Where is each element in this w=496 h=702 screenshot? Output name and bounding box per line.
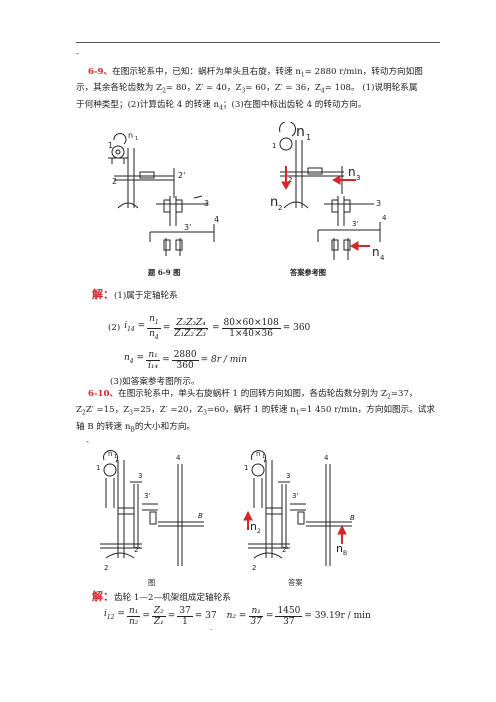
caption-question-6-10: 图	[148, 578, 156, 587]
svg-text:1: 1	[244, 464, 248, 472]
svg-text:3': 3'	[292, 492, 298, 500]
figure-6-10-question: n 1 1 3 4 3' B 2' 2	[96, 450, 204, 572]
svg-text:2': 2'	[282, 546, 288, 554]
svg-text:1: 1	[306, 133, 311, 142]
svg-text:4: 4	[380, 254, 385, 262]
svg-text:2: 2	[257, 528, 261, 535]
problem-6-9: 6-9、在图示轮系中，已知：蜗杆为单头且右旋，转速 n1= 2880 r/min…	[76, 67, 423, 112]
svg-text:n: n	[336, 542, 343, 555]
label-n1: n	[128, 131, 133, 140]
figure-6-10-answer: n 1 1 3 4 3' B 2' 2 n 2 n B	[243, 450, 355, 572]
svg-text:1: 1	[96, 464, 100, 472]
svg-text:4: 4	[324, 454, 329, 462]
top-rule	[76, 42, 440, 43]
svg-text:3: 3	[286, 472, 290, 480]
header-dot: -	[76, 49, 79, 59]
svg-text:1: 1	[108, 141, 113, 150]
solution-6-9-step1: 解：(1)属于定轴轮系	[92, 288, 178, 301]
caption-answer-6-9: 答案参考图	[290, 268, 326, 277]
figure-6-9-answer: n 1 1 2 n 2 n 3 3 3' 4 n 4	[270, 122, 387, 262]
svg-text:B: B	[343, 550, 347, 557]
label-n1: n	[296, 124, 305, 140]
svg-text:1: 1	[262, 454, 265, 460]
svg-text:n: n	[256, 450, 260, 458]
svg-text:3': 3'	[184, 223, 191, 232]
svg-text:3': 3'	[352, 220, 358, 228]
svg-text:n: n	[250, 520, 257, 533]
svg-text:2: 2	[288, 176, 292, 184]
svg-text:3: 3	[138, 472, 142, 480]
svg-text:3': 3'	[144, 492, 150, 500]
solution-6-10-text: 解：齿轮 1—2—机架组成定轴轮系	[92, 590, 231, 603]
svg-text:2: 2	[252, 564, 256, 572]
problem-6-10: 6-10、在图示轮系中，单头右旋蜗杆 1 的回转方向如图，各齿轮齿数分别为 Z2…	[76, 389, 435, 434]
svg-text:2': 2'	[178, 171, 185, 180]
svg-text:B: B	[198, 512, 203, 520]
svg-text:n: n	[108, 450, 112, 458]
svg-text:3: 3	[376, 199, 381, 208]
svg-text:2: 2	[278, 204, 282, 212]
svg-text:3: 3	[204, 199, 209, 208]
footer-dot: -	[210, 626, 213, 633]
svg-text:2: 2	[104, 564, 108, 572]
svg-text:1: 1	[135, 136, 138, 142]
caption-answer-6-10: 答案	[288, 578, 303, 587]
svg-text:n: n	[348, 165, 356, 179]
caption-question-6-9: 题 6-9 图	[148, 268, 181, 277]
svg-text:1: 1	[272, 142, 276, 150]
svg-text:4: 4	[214, 215, 219, 224]
solution-6-9-step3: (3)如答案参考图所示。	[110, 377, 200, 387]
svg-text:B: B	[350, 514, 355, 522]
svg-text:1: 1	[114, 454, 117, 460]
svg-text:n: n	[372, 245, 380, 259]
svg-text:2: 2	[112, 177, 117, 186]
problem-number: 6-9、	[88, 67, 113, 77]
svg-text:3: 3	[356, 174, 360, 182]
figure-dot: -	[86, 437, 89, 447]
figure-6-9-question: n 1 1 2 2' 3 3' 4	[108, 131, 219, 256]
svg-text:4: 4	[176, 454, 181, 462]
svg-text:4: 4	[382, 214, 387, 222]
svg-text:n: n	[270, 195, 278, 210]
svg-text:2': 2'	[134, 546, 140, 554]
